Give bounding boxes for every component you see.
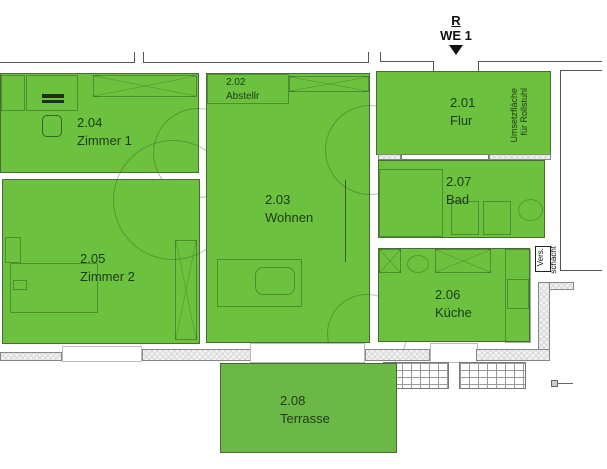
south-wall-4 [476, 349, 550, 361]
reference-marker-line [557, 383, 573, 384]
entrance-marker-letter: R [451, 13, 461, 28]
room-name-wohnen: Wohnen [265, 210, 314, 225]
bed-furniture [10, 263, 98, 313]
device-icon [42, 94, 64, 98]
shower-area [379, 169, 443, 237]
south-wall-1 [0, 352, 62, 361]
supply-shaft: Vers. [535, 246, 551, 272]
outer-wall-top-right [380, 61, 433, 62]
room-number-2-03: 2.03 [265, 192, 291, 207]
pillow-furniture [13, 280, 27, 290]
room-name-kueche: Küche [435, 305, 472, 320]
outer-wall-top-mid-tick2 [368, 52, 369, 63]
kitchen-counter-2 [435, 249, 491, 273]
kitchen-counter-1 [379, 249, 401, 273]
outer-wall-top-right-tick [380, 52, 381, 62]
room-name-zimmer-2: Zimmer 2 [80, 269, 135, 284]
room-terrasse[interactable]: 2.08 Terrasse [220, 363, 397, 453]
outer-wall-top-mid [143, 62, 369, 63]
outer-wall-entrance-jamb-l [433, 61, 434, 72]
room-number-2-05: 2.05 [80, 251, 106, 266]
room-number-2-07: 2.07 [446, 174, 472, 189]
room-bad[interactable]: 2.07 Bad [378, 160, 545, 238]
entrance-arrow-icon [449, 45, 463, 55]
south-wall-2 [142, 349, 252, 361]
shelf-furniture [1, 75, 25, 111]
south-wall-3 [365, 349, 430, 361]
outer-wall-top-left-tick [134, 52, 135, 63]
wheelchair-area-note-2: für Rollstuhl [519, 88, 529, 136]
tv-cabinet [345, 180, 346, 262]
window-wohnen [250, 343, 365, 363]
bad-door [401, 154, 489, 160]
wardrobe-furniture [93, 75, 197, 97]
bad-wall-left [378, 154, 401, 160]
room-number-2-08: 2.08 [280, 393, 306, 408]
room-name-flur: Flur [450, 113, 473, 128]
room-name-bad: Bad [446, 192, 470, 207]
room-name-terrasse: Terrasse [280, 411, 330, 426]
shaft-label-1: Vers. [536, 248, 545, 267]
bad-wall-right [489, 154, 551, 160]
toilet-fixture [451, 201, 479, 235]
window-kueche [430, 343, 478, 363]
entrance-marker: R WE 1 [432, 14, 480, 55]
room-number-2-01: 2.01 [450, 95, 476, 110]
wheelchair-area-note-1: Umsetzfläche [509, 88, 519, 143]
outer-wall-top-far-right [478, 61, 602, 62]
unit-label: WE 1 [440, 28, 472, 43]
exterior-wall-right-v [538, 282, 550, 356]
coffee-table-furniture [255, 267, 295, 295]
washbasin-fixture [483, 201, 511, 235]
device-icon-2 [42, 100, 64, 103]
chair-icon [42, 115, 62, 137]
outer-wall-right-bottom [560, 270, 602, 271]
kitchen-cabinet [505, 249, 531, 343]
room-name-abstellr: Abstellr [226, 91, 260, 102]
room-number-2-04: 2.04 [77, 115, 103, 130]
abstellraum-outline [207, 74, 289, 104]
room-name-zimmer-1: Zimmer 1 [77, 133, 132, 148]
light-well-2 [459, 362, 526, 389]
room-flur[interactable]: 2.01 Flur Umsetzfläche für Rollstuhl [376, 71, 551, 155]
outer-wall-entrance-jamb-r [478, 61, 479, 72]
room-kueche[interactable]: 2.06 Küche [378, 248, 531, 343]
storage-shelf [289, 76, 369, 92]
hob-circle [407, 255, 429, 273]
outer-wall-right-vertical [560, 70, 561, 270]
room-zimmer-2[interactable]: 2.05 Zimmer 2 [2, 140, 233, 344]
window-zimmer-2 [62, 346, 142, 362]
nightstand-furniture [5, 237, 21, 263]
outer-wall-top-left [0, 62, 135, 63]
room-number-2-06: 2.06 [435, 287, 461, 302]
sink-oval [518, 199, 543, 221]
fridge [507, 279, 529, 309]
outer-wall-top-mid-tick [143, 52, 144, 63]
desk-furniture [26, 75, 78, 111]
wardrobe-furniture [175, 240, 197, 340]
sofa-furniture [217, 259, 302, 307]
room-number-2-02: 2.02 [226, 77, 246, 88]
outer-wall-right-top [560, 70, 602, 71]
room-wohnen[interactable]: 2.02 Abstellr 2.03 Wohnen [206, 73, 415, 374]
shaft-label-2: schacht [549, 246, 558, 274]
